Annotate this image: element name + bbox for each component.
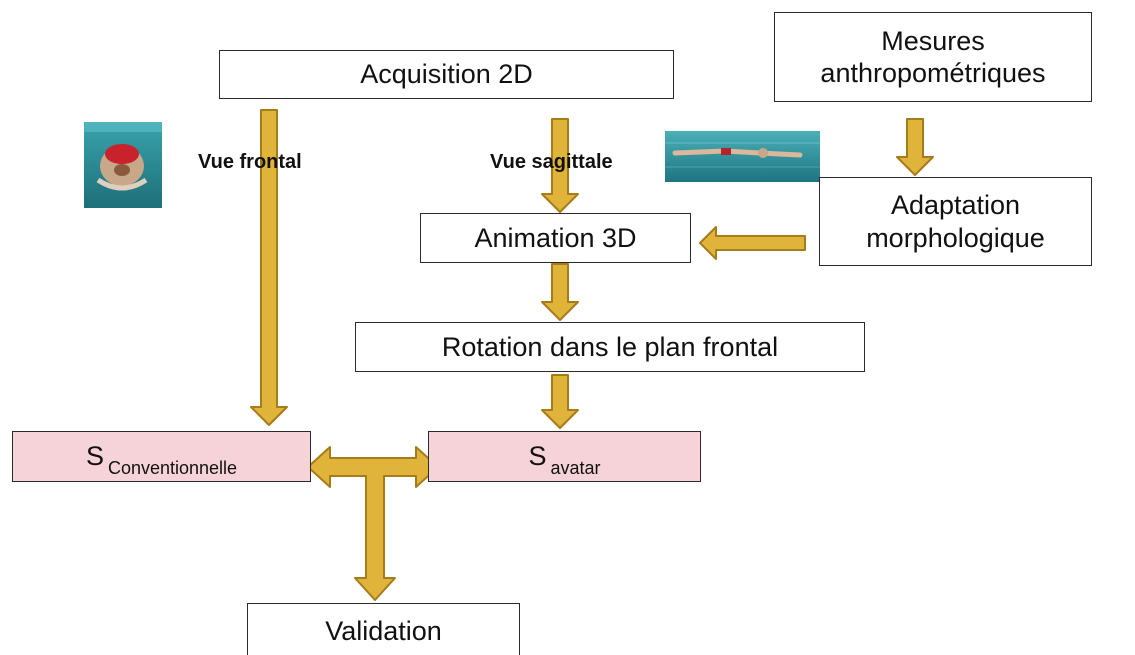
vue-sagittale-label: Vue sagittale	[490, 151, 613, 173]
arrow-rotation-to-savatar	[541, 374, 579, 429]
validation-text: Validation	[325, 616, 442, 647]
arrow-frontal-down	[250, 109, 288, 426]
rotation-text: Rotation dans le plan frontal	[441, 331, 779, 362]
acquisition-2d-text: Acquisition 2D	[360, 59, 533, 90]
arrow-animation-to-rotation	[541, 263, 579, 321]
s-avatar-main: S	[528, 441, 547, 472]
s-conventionnelle-subscript: Conventionnelle	[107, 458, 238, 479]
mesures-line1: Mesures	[881, 25, 985, 56]
validation-box: Validation	[247, 603, 520, 655]
vue-frontal-label: Vue frontal	[198, 151, 302, 173]
adaptation-morphologique-box: Adaptation morphologique	[819, 177, 1092, 266]
acquisition-2d-box: Acquisition 2D	[219, 50, 674, 99]
arrow-comparison-to-validation	[307, 446, 439, 601]
adaptation-line2: morphologique	[866, 222, 1045, 253]
adaptation-line1: Adaptation	[890, 190, 1021, 221]
arrow-mesures-to-adaptation	[896, 118, 934, 176]
mesures-line2: anthropométriques	[820, 58, 1046, 88]
mesures-anthropometriques-box: Mesures anthropométriques	[774, 12, 1092, 102]
animation-3d-box: Animation 3D	[420, 213, 691, 263]
arrow-group	[250, 109, 934, 601]
swimmer-frontal-photo	[84, 122, 162, 208]
s-avatar-subscript: avatar	[550, 458, 601, 479]
animation-3d-text: Animation 3D	[474, 222, 637, 253]
arrow-adaptation-to-animation	[699, 226, 806, 260]
rotation-plan-frontal-box: Rotation dans le plan frontal	[355, 322, 865, 372]
s-conventionnelle-main: S	[85, 441, 104, 472]
arrow-acquisition-to-animation	[541, 118, 579, 213]
swimmer-sagittal-photo	[665, 131, 820, 182]
